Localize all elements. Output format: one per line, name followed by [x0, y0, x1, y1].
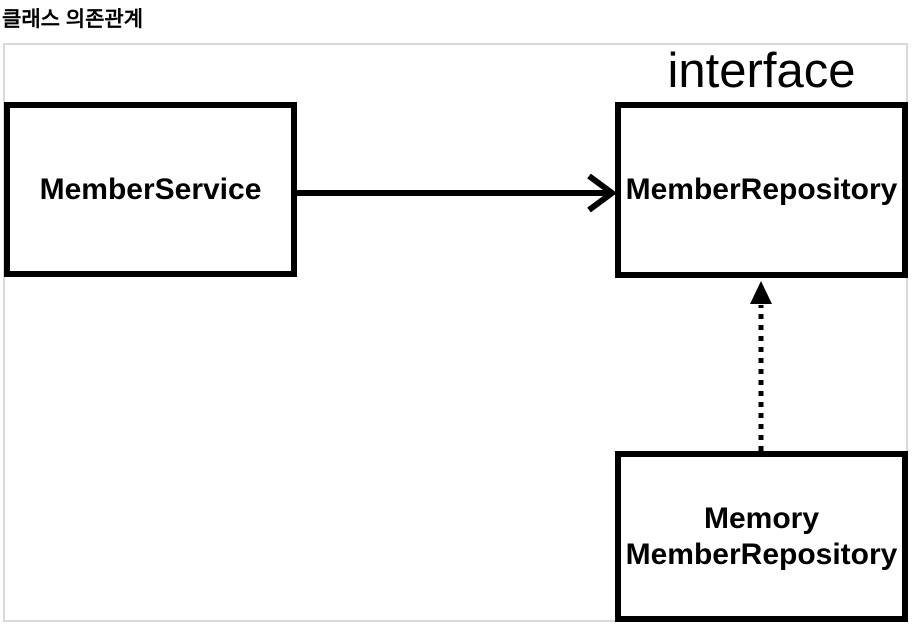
node-member-service-label: MemberService: [39, 172, 262, 206]
node-member-service: MemberService: [4, 102, 297, 277]
node-memory-member-repository: Memory MemberRepository: [615, 451, 908, 622]
node-memory-member-repository-label-line1: Memory: [703, 501, 820, 535]
interface-label: interface: [667, 44, 856, 98]
node-memory-member-repository-label-line2: MemberRepository: [625, 537, 898, 571]
node-member-repository-label: MemberRepository: [625, 173, 898, 206]
page-title: 클래스 의존관계: [2, 8, 144, 31]
node-member-repository: MemberRepository: [615, 102, 908, 278]
